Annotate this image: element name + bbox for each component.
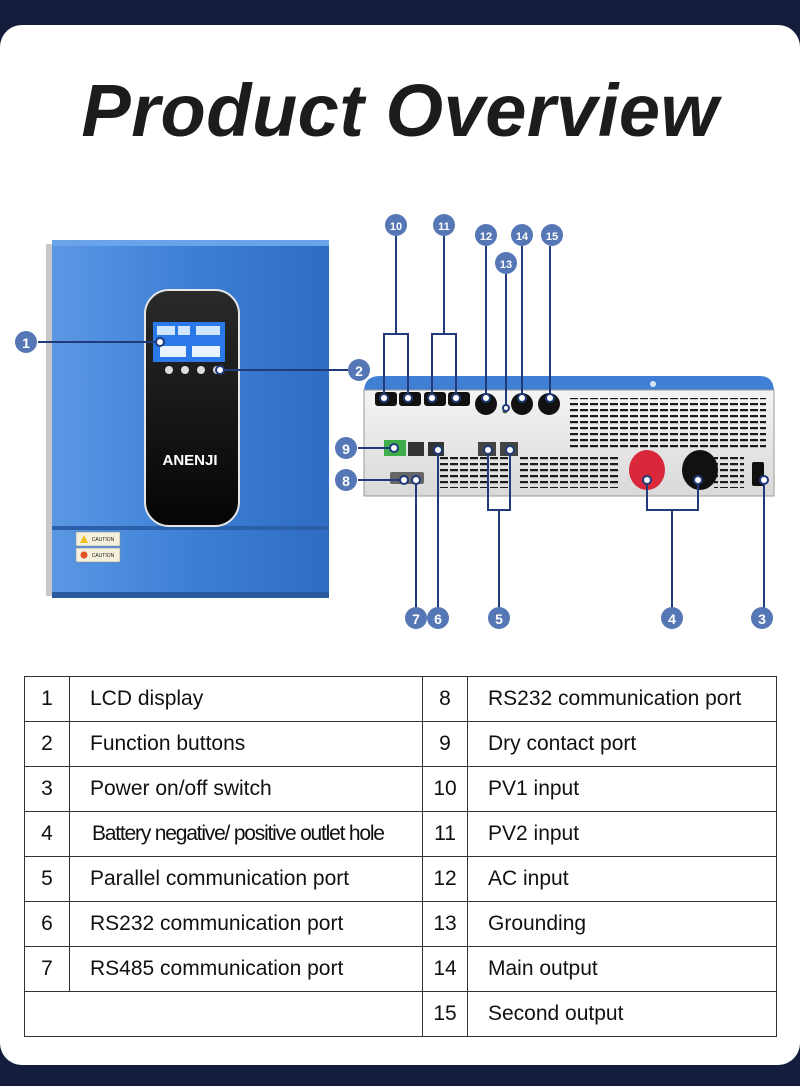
item-number: 3 bbox=[24, 766, 70, 812]
svg-text:15: 15 bbox=[546, 231, 558, 243]
item-label: PV1 input bbox=[467, 766, 777, 812]
item-label: RS232 communication port bbox=[467, 676, 777, 722]
svg-text:10: 10 bbox=[390, 221, 402, 233]
inverter-front: ANENJI CAUTION CAUTION bbox=[46, 240, 329, 598]
svg-text:1: 1 bbox=[22, 335, 30, 351]
svg-text:4: 4 bbox=[668, 611, 676, 627]
item-number: 12 bbox=[422, 856, 468, 902]
product-illustration: ANENJI CAUTION CAUTION bbox=[15, 214, 775, 629]
callout-10: 10 bbox=[385, 214, 407, 236]
item-label: RS232 communication port bbox=[69, 901, 423, 947]
item-number: 13 bbox=[422, 901, 468, 947]
inverter-bottom-panel bbox=[363, 376, 775, 497]
item-number: 15 bbox=[422, 991, 468, 1037]
item-number: 6 bbox=[24, 901, 70, 947]
item-label: Main output bbox=[467, 946, 777, 992]
item-number: 11 bbox=[422, 811, 468, 857]
svg-text:14: 14 bbox=[516, 231, 529, 243]
item-number: 14 bbox=[422, 946, 468, 992]
callout-6: 6 bbox=[427, 607, 449, 629]
callout-4: 4 bbox=[661, 607, 683, 629]
item-label: AC input bbox=[467, 856, 777, 902]
svg-text:CAUTION: CAUTION bbox=[92, 537, 115, 543]
item-label: Second output bbox=[467, 991, 777, 1037]
callout-14: 14 bbox=[511, 224, 533, 246]
table-row: 1 LCD display 8 RS232 communication port bbox=[24, 676, 777, 722]
esc-button[interactable] bbox=[165, 366, 173, 374]
table-row: 15 Second output bbox=[24, 991, 777, 1037]
item-label: Battery negative/ positive outlet hole bbox=[69, 811, 423, 857]
down-button[interactable] bbox=[197, 366, 205, 374]
svg-text:13: 13 bbox=[500, 259, 512, 271]
callout-3: 3 bbox=[751, 607, 773, 629]
item-number: 1 bbox=[24, 676, 70, 722]
callout-11: 11 bbox=[433, 214, 455, 236]
table-row: 7 RS485 communication port 14 Main outpu… bbox=[24, 946, 777, 992]
item-number: 9 bbox=[422, 721, 468, 767]
callout-8: 8 bbox=[335, 469, 357, 491]
svg-text:12: 12 bbox=[480, 231, 492, 243]
spec-table: 1 LCD display 8 RS232 communication port… bbox=[24, 676, 777, 1037]
callout-9: 9 bbox=[335, 437, 357, 459]
svg-text:11: 11 bbox=[438, 221, 450, 233]
item-number: 10 bbox=[422, 766, 468, 812]
item-label: LCD display bbox=[69, 676, 423, 722]
item-number: 4 bbox=[24, 811, 70, 857]
callout-badges: 1 2 3 4 5 6 7 8 9 10 11 12 13 14 15 bbox=[15, 214, 773, 629]
empty-cell bbox=[24, 991, 423, 1037]
item-number: 8 bbox=[422, 676, 468, 722]
callout-2: 2 bbox=[348, 359, 370, 381]
item-number: 7 bbox=[24, 946, 70, 992]
caution-labels: CAUTION CAUTION bbox=[75, 531, 121, 563]
up-button[interactable] bbox=[181, 366, 189, 374]
svg-text:8: 8 bbox=[342, 473, 350, 489]
item-label: Power on/off switch bbox=[69, 766, 423, 812]
battery-positive-terminal bbox=[629, 450, 665, 490]
svg-text:9: 9 bbox=[342, 441, 350, 457]
rs485-port bbox=[408, 442, 424, 456]
callout-13: 13 bbox=[495, 252, 517, 274]
ac-input-gland bbox=[475, 393, 497, 415]
table-row: 5 Parallel communication port 12 AC inpu… bbox=[24, 856, 777, 902]
svg-text:6: 6 bbox=[434, 611, 442, 627]
item-label: RS485 communication port bbox=[69, 946, 423, 992]
callout-5: 5 bbox=[488, 607, 510, 629]
battery-negative-terminal bbox=[682, 450, 718, 490]
svg-text:CAUTION: CAUTION bbox=[92, 553, 115, 559]
table-row: 2 Function buttons 9 Dry contact port bbox=[24, 721, 777, 767]
main-output-gland bbox=[511, 393, 533, 415]
table-row: 4 Battery negative/ positive outlet hole… bbox=[24, 811, 777, 857]
callout-12: 12 bbox=[475, 224, 497, 246]
svg-text:3: 3 bbox=[758, 611, 766, 627]
svg-text:5: 5 bbox=[495, 611, 503, 627]
anchor-dots bbox=[155, 337, 769, 485]
callout-15: 15 bbox=[541, 224, 563, 246]
svg-text:2: 2 bbox=[355, 363, 363, 379]
item-label: Grounding bbox=[467, 901, 777, 947]
callout-7: 7 bbox=[405, 607, 427, 629]
callout-1: 1 bbox=[15, 331, 37, 353]
item-label: Dry contact port bbox=[467, 721, 777, 767]
item-label: Parallel communication port bbox=[69, 856, 423, 902]
page-title: Product Overview bbox=[81, 69, 719, 152]
item-label: PV2 input bbox=[467, 811, 777, 857]
item-number: 2 bbox=[24, 721, 70, 767]
leader-lines bbox=[38, 236, 765, 608]
table-row: 3 Power on/off switch 10 PV1 input bbox=[24, 766, 777, 812]
item-number: 5 bbox=[24, 856, 70, 902]
item-label: Function buttons bbox=[69, 721, 423, 767]
brand-logo: ANENJI bbox=[162, 452, 217, 469]
table-row: 6 RS232 communication port 13 Grounding bbox=[24, 901, 777, 947]
svg-text:7: 7 bbox=[412, 611, 420, 627]
